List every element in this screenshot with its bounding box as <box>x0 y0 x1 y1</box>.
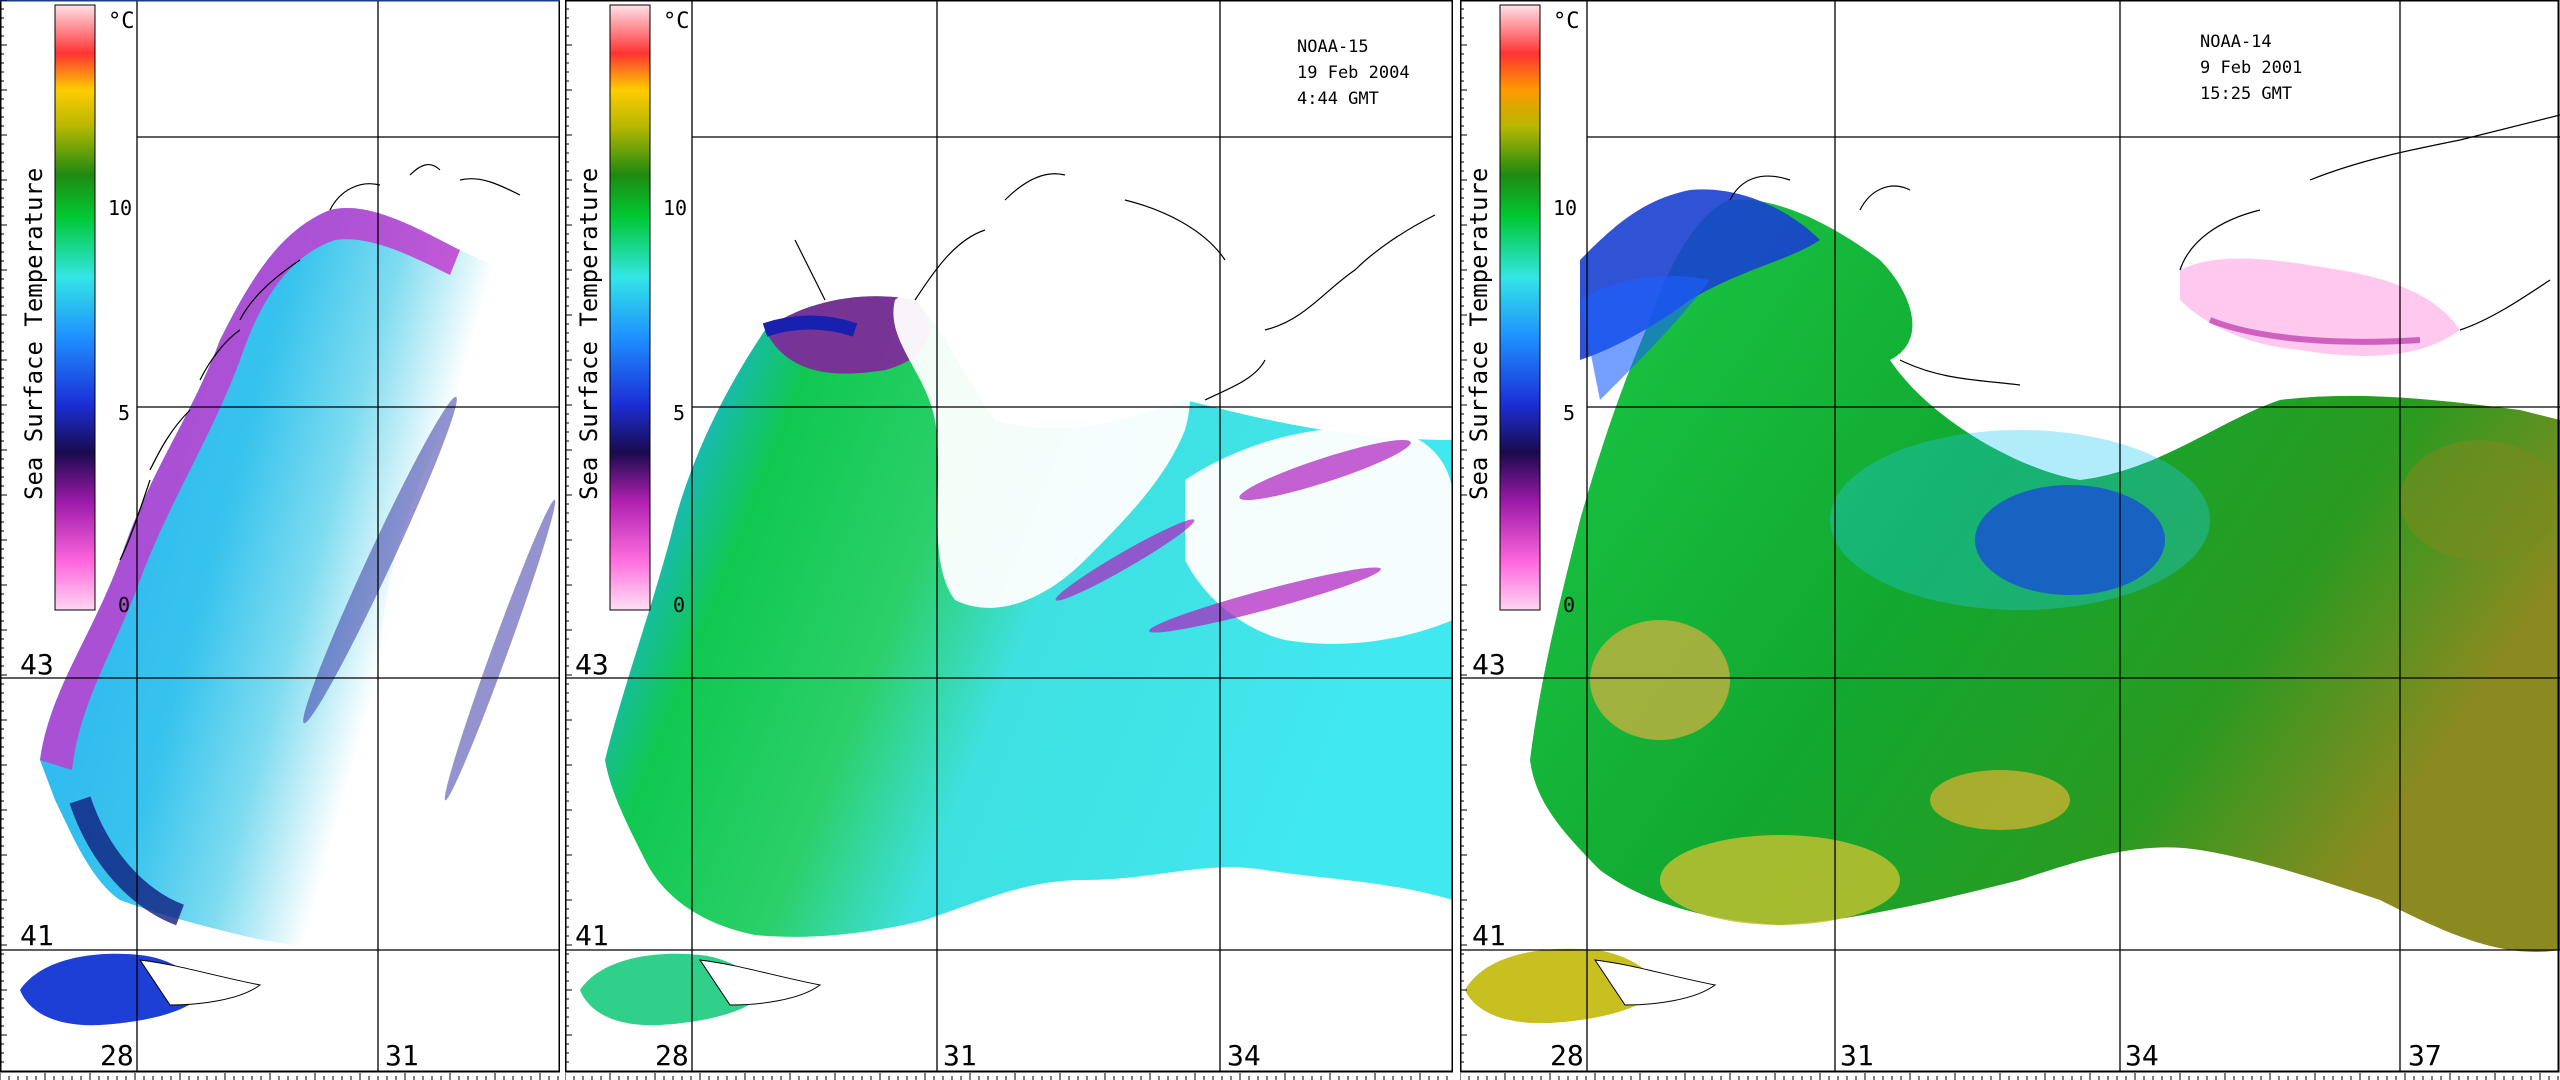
lon-label-37-right: 37 <box>2408 1039 2442 1072</box>
time-label-right: 15:25 GMT <box>2200 84 2292 104</box>
map-panel-middle: °C 10 5 0 Sea Surface Temperature NOAA-1… <box>565 0 1453 1080</box>
legend-tick-5-left: 5 <box>118 401 130 425</box>
legend-tick-10-right: 10 <box>1553 196 1577 220</box>
lat-label-43-left: 43 <box>20 648 54 681</box>
legend-tick-5-right: 5 <box>1563 401 1575 425</box>
grid-right <box>1460 0 2560 1072</box>
tick-ruler-left <box>0 0 559 1080</box>
legend-tick-5-middle: 5 <box>673 401 685 425</box>
date-label-middle: 19 Feb 2004 <box>1297 63 1410 83</box>
lon-label-31-middle: 31 <box>943 1039 977 1072</box>
tick-ruler-right <box>1460 0 2559 1080</box>
map-panel-left: °C 10 5 0 Sea Surface Temperature 43 41 … <box>0 0 560 1080</box>
satellite-label-middle: NOAA-15 <box>1297 37 1369 57</box>
date-label-right: 9 Feb 2001 <box>2200 58 2302 78</box>
lon-label-34-middle: 34 <box>1227 1039 1261 1072</box>
coastline <box>1729 114 2560 386</box>
legend-title-right: Sea Surface Temperature <box>1465 168 1493 500</box>
tick-ruler-middle <box>565 0 1448 1080</box>
time-label-middle: 4:44 GMT <box>1297 89 1379 109</box>
legend-tick-0-right: 0 <box>1563 593 1575 617</box>
legend-unit-middle: °C <box>663 9 690 34</box>
lat-label-43-right: 43 <box>1472 648 1506 681</box>
lat-label-41-left: 41 <box>20 919 54 952</box>
grid-left <box>0 0 560 1072</box>
colorbar-right <box>1499 4 1541 611</box>
grid-middle <box>565 0 1453 1072</box>
legend-tick-0-left: 0 <box>118 593 130 617</box>
legend-title-middle: Sea Surface Temperature <box>575 168 603 500</box>
colorbar-left <box>54 4 96 611</box>
lat-label-41-middle: 41 <box>575 919 609 952</box>
legend-tick-0-middle: 0 <box>673 593 685 617</box>
lat-label-43-middle: 43 <box>575 648 609 681</box>
lon-label-34-right: 34 <box>2125 1039 2159 1072</box>
lon-label-28-middle: 28 <box>655 1039 689 1072</box>
satellite-label-right: NOAA-14 <box>2200 32 2272 52</box>
coastline <box>794 173 1436 401</box>
legend-unit-left: °C <box>108 9 135 34</box>
warm-eddy <box>1590 620 1730 740</box>
lon-label-31-right: 31 <box>1840 1039 1874 1072</box>
cloud-cover <box>893 262 1453 644</box>
lon-label-28-right: 28 <box>1550 1039 1584 1072</box>
colorbar-middle <box>609 4 651 611</box>
lat-label-41-right: 41 <box>1472 919 1506 952</box>
lon-label-28-left: 28 <box>100 1039 134 1072</box>
lon-label-31-left: 31 <box>385 1039 419 1072</box>
legend-unit-right: °C <box>1553 9 1580 34</box>
legend-title-left: Sea Surface Temperature <box>20 168 48 500</box>
cold-coastal-band <box>40 208 460 771</box>
coastline <box>119 163 521 561</box>
legend-tick-10-middle: 10 <box>663 196 687 220</box>
legend-tick-10-left: 10 <box>108 196 132 220</box>
map-panel-right: °C 10 5 0 Sea Surface Temperature NOAA-1… <box>1460 0 2560 1080</box>
cold-eddy <box>1975 485 2165 595</box>
